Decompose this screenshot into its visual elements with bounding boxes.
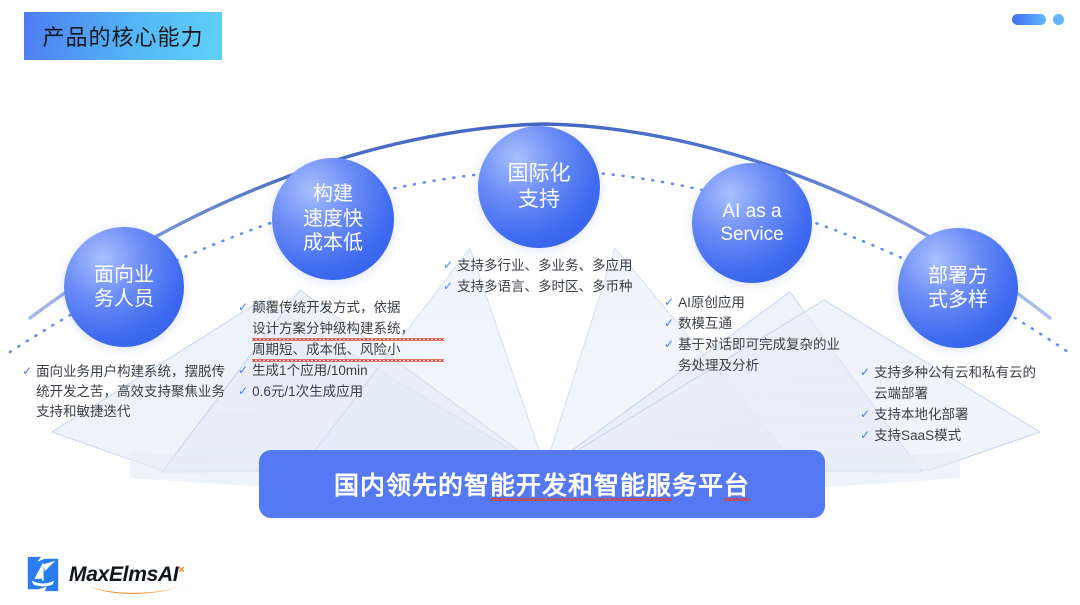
check-icon: ✓ — [664, 295, 675, 309]
bullet-list-deployment: ✓支持多种公有云和私有云的✓云端部署✓支持本地化部署✓支持SaaS模式 — [860, 363, 1072, 447]
capability-bubble-i18n[interactable]: 国际化支持 — [478, 126, 600, 248]
slide-title-banner: 产品的核心能力 — [24, 12, 222, 60]
bullet-item: ✓设计方案分钟级构建系统， — [238, 319, 444, 341]
bubble-label-line: 式多样 — [928, 289, 988, 311]
bubble-label-line: 构建 — [313, 183, 353, 206]
capability-bubble-audience[interactable]: 面向业务人员 — [64, 227, 184, 347]
tagline-segment-flagged: 台 — [724, 472, 751, 500]
bullet-item: ✓面向业务用户构建系统，摆脱传统开发之苦，高效支持聚焦业务支持和敏捷迭代 — [22, 362, 234, 422]
bullet-item-text: 生成1个应用/10min — [252, 362, 368, 378]
bullet-item: ✓AI原创应用 — [664, 293, 864, 313]
check-icon: ✓ — [860, 406, 871, 421]
bullet-item-text: 务处理及分析 — [678, 357, 760, 373]
bubble-label-line: 国际化 — [507, 162, 571, 186]
bullet-item-text: 支持本地化部署 — [874, 406, 969, 422]
bullet-item: ✓生成1个应用/10min — [238, 361, 444, 381]
brand-wordmark: MaxElmsAI× — [69, 562, 191, 594]
bullet-item-text: 设计方案分钟级构建系统， — [252, 319, 444, 341]
accent-dot-icon — [1053, 14, 1064, 25]
bullet-item-text: 云端部署 — [874, 385, 929, 401]
top-right-decoration — [1012, 14, 1064, 25]
bullet-item: ✓支持多种公有云和私有云的 — [860, 363, 1072, 383]
bullet-item-text: 支持SaaS模式 — [874, 427, 962, 443]
bullet-item-text: 周期短、成本低、风险小 — [252, 340, 444, 362]
platform-tagline-text: 国内领先的智能开发和智能服务平台 — [334, 466, 750, 502]
check-icon: ✓ — [443, 278, 454, 293]
bullet-item: ✓云端部署 — [860, 384, 1072, 404]
check-icon: ✓ — [238, 383, 249, 398]
bullet-item: ✓支持SaaS模式 — [860, 426, 1072, 446]
capability-bubble-deployment[interactable]: 部署方式多样 — [898, 228, 1018, 348]
bubble-label-line: 面向业 — [94, 263, 154, 286]
bullet-item: ✓颠覆传统开发方式，依据 — [238, 298, 444, 318]
gradient-pill-icon — [1012, 14, 1046, 25]
bullet-item: ✓基于对话即可完成复杂的业 — [664, 335, 864, 355]
tagline-segment-flagged: 能开发和智能服 — [489, 472, 672, 500]
bullet-list-audience: ✓面向业务用户构建系统，摆脱传统开发之苦，高效支持聚焦业务支持和敏捷迭代 — [22, 362, 234, 423]
bullet-item-text: 数模互通 — [678, 315, 733, 331]
bullet-item: ✓支持多语言、多时区、多币种 — [443, 277, 683, 297]
bullet-item-text: 0.6元/1次生成应用 — [252, 383, 364, 399]
bubble-label-line: 速度快 — [303, 207, 363, 230]
check-icon: ✓ — [664, 336, 675, 351]
check-icon: ✓ — [238, 362, 249, 377]
brand-logo: MaxElmsAI× — [24, 555, 191, 594]
check-icon: ✓ — [238, 300, 249, 314]
check-icon: ✓ — [664, 315, 675, 330]
check-icon: ✓ — [443, 258, 454, 272]
bubble-label-line: 务人员 — [94, 288, 154, 310]
bullet-item-text: 支持多种公有云和私有云的 — [874, 365, 1037, 380]
brand-superscript: × — [178, 563, 185, 576]
bubble-label-line: 成本低 — [303, 232, 363, 255]
bullet-item-text: 支持多行业、多业务、多应用 — [457, 258, 633, 273]
bullet-item-text: 面向业务用户构建系统，摆脱传统开发之苦，高效支持聚焦业务支持和敏捷迭代 — [36, 364, 226, 419]
bubble-label-line: AI as a — [722, 200, 782, 222]
check-icon: ✓ — [860, 365, 871, 379]
bullet-item: ✓支持本地化部署 — [860, 405, 1072, 425]
bullet-item-text: 颠覆传统开发方式，依据 — [252, 300, 401, 315]
bubble-label-line: Service — [720, 224, 784, 245]
sailboat-logo-icon — [27, 556, 59, 592]
bullet-item: ✓周期短、成本低、风险小 — [238, 340, 444, 362]
brand-name-text: MaxElmsAI — [69, 562, 179, 586]
capability-bubble-build-speed[interactable]: 构建速度快成本低 — [272, 158, 394, 280]
bullet-item-text: AI原创应用 — [678, 295, 745, 310]
bubble-label-line: 支持 — [518, 188, 560, 211]
check-icon: ✓ — [22, 364, 33, 378]
bullet-item: ✓数模互通 — [664, 314, 864, 334]
bullet-list-ai-as-service: ✓AI原创应用✓数模互通✓基于对话即可完成复杂的业✓务处理及分析 — [664, 293, 864, 377]
bullet-list-build-speed: ✓颠覆传统开发方式，依据✓设计方案分钟级构建系统，✓周期短、成本低、风险小✓生成… — [238, 298, 444, 403]
bullet-item-text: 基于对话即可完成复杂的业 — [678, 336, 841, 352]
page-title: 产品的核心能力 — [42, 25, 204, 50]
check-icon: ✓ — [860, 427, 871, 442]
bullet-item-text: 支持多语言、多时区、多币种 — [457, 278, 633, 294]
platform-tagline-banner: 国内领先的智能开发和智能服务平台 — [259, 450, 825, 518]
bullet-list-i18n: ✓支持多行业、多业务、多应用✓支持多语言、多时区、多币种 — [443, 256, 683, 298]
bubble-label-line: 部署方 — [928, 264, 988, 287]
bullet-item: ✓务处理及分析 — [664, 356, 864, 376]
tagline-segment: 务平 — [672, 472, 725, 500]
bullet-item: ✓支持多行业、多业务、多应用 — [443, 256, 683, 276]
swoosh-icon — [88, 583, 191, 594]
bullet-item: ✓0.6元/1次生成应用 — [238, 382, 444, 402]
tagline-segment: 国内领先的智 — [333, 472, 490, 500]
